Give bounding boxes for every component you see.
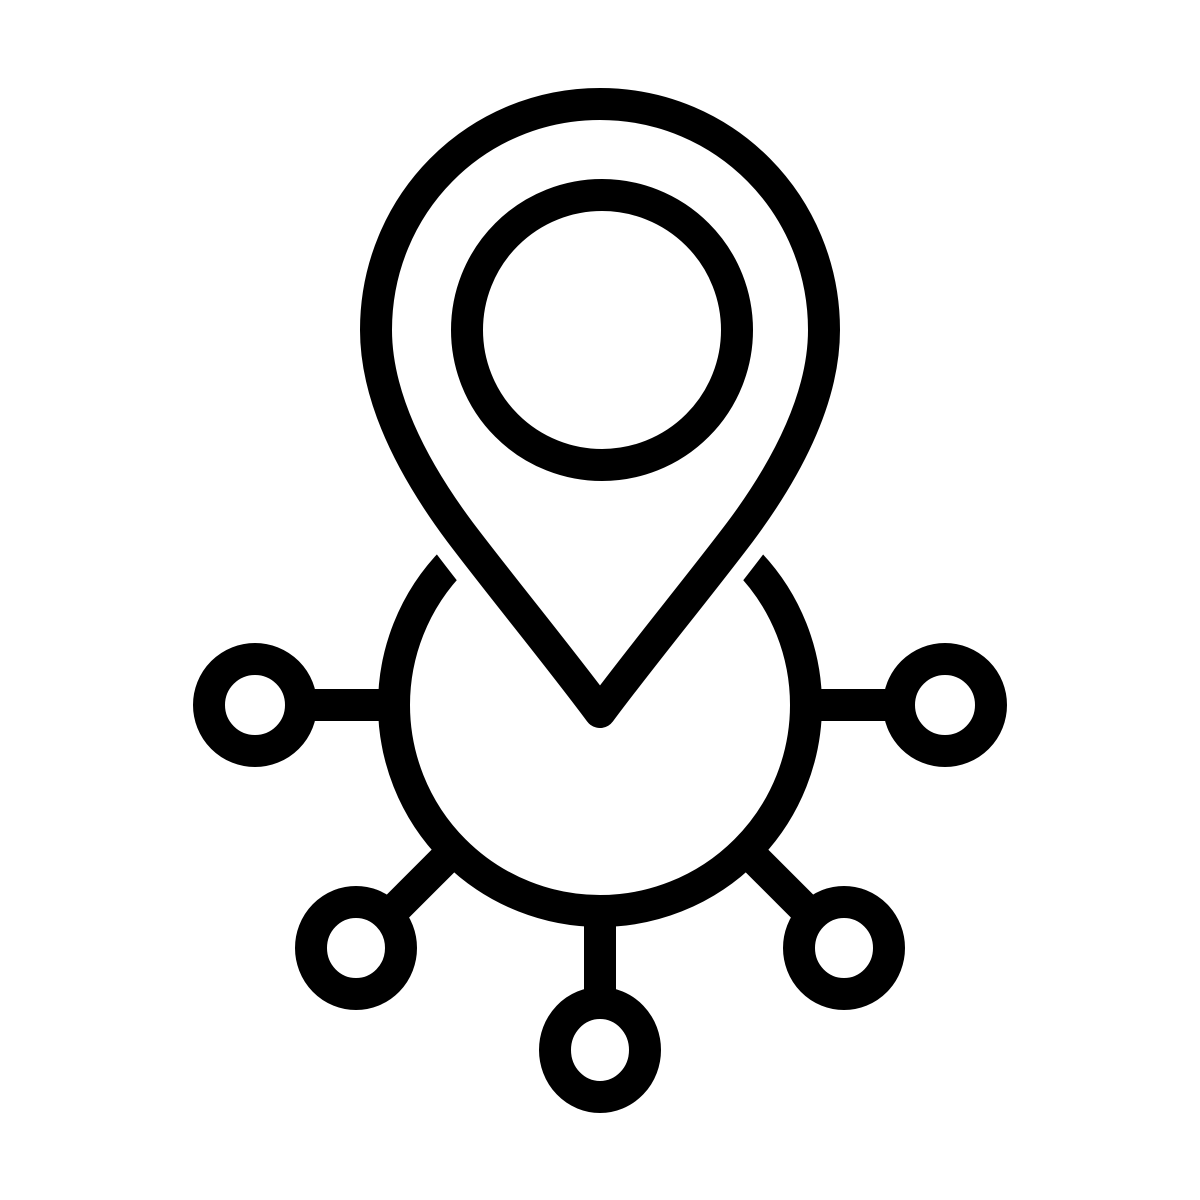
node-circle-lower-left xyxy=(295,886,417,1010)
pin-inner-circle xyxy=(451,179,753,481)
node-circle-left xyxy=(193,643,317,767)
node-circle-right xyxy=(883,643,1007,767)
node-circle-lower-right xyxy=(783,886,905,1010)
node-circle-bottom xyxy=(539,987,661,1113)
